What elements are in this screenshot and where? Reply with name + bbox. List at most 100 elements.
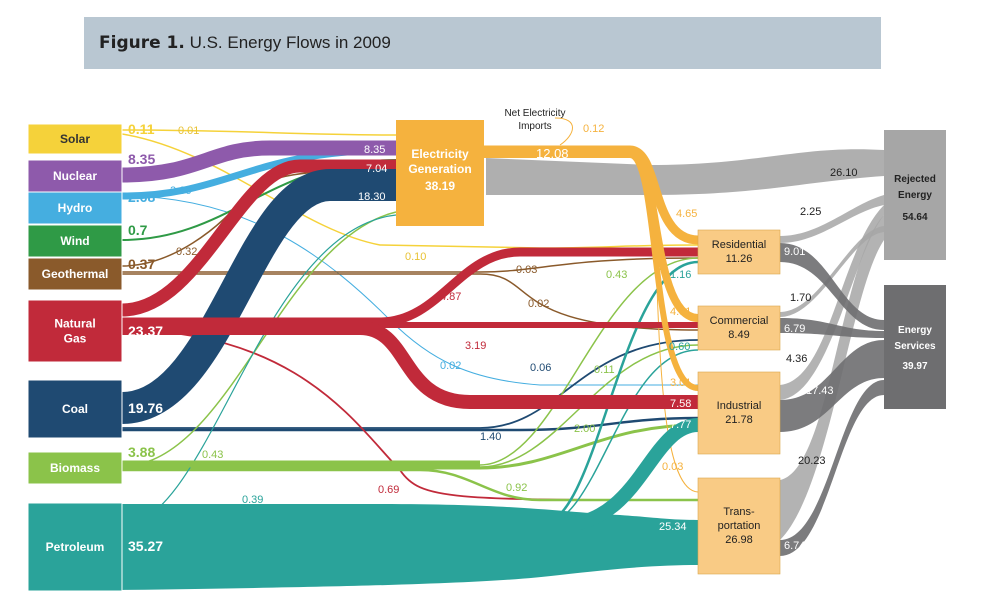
flow-label-pet-ind: 7.77: [670, 419, 691, 431]
flow-label-com-rej: 1.70: [790, 292, 811, 304]
flow-label-elec-res: 4.65: [676, 208, 697, 220]
flow-label-elec-ind: 3.01: [670, 377, 691, 389]
node-layer: [27, 120, 946, 592]
flow-gas-res: [122, 247, 698, 327]
flow-label-bio-res: 0.43: [606, 269, 627, 281]
node-energy-services: [884, 285, 946, 409]
flow-label-hydro-ind: 0.02: [440, 360, 461, 372]
flow-label-gas-res: 4.87: [440, 291, 461, 303]
flow-trans-services: [780, 380, 884, 556]
flow-net-imports: [554, 117, 573, 146]
flow-label-bio-ind: 2.00: [574, 423, 595, 435]
flow-ind-services: [780, 340, 884, 432]
flow-label-res-serv: 9.01: [784, 246, 805, 258]
flow-label-bio-elec: 0.43: [202, 449, 223, 461]
flow-nuclear-elec: [121, 140, 396, 183]
flow-res-services: [780, 243, 884, 330]
node-rejected-energy: [884, 130, 946, 260]
source-box-wind: [27, 224, 123, 258]
sector-value-residential: 11.26: [726, 253, 753, 265]
source-value-solar: 0.11: [128, 121, 155, 137]
source-label-nuclear: Nuclear: [53, 169, 97, 183]
sector-label-transportation: Trans-portation: [718, 506, 761, 532]
flow-layer: [120, 117, 884, 590]
flow-ind-rejected: [780, 205, 884, 400]
source-label-hydro: Hydro: [58, 201, 93, 215]
source-value-petroleum: 35.27: [128, 538, 163, 554]
figure-title: Figure 1. U.S. Energy Flows in 2009: [99, 33, 391, 53]
source-label-biomass: Biomass: [50, 461, 100, 475]
source-value-wind: 0.7: [128, 222, 148, 238]
flow-label-coal-ind: 1.40: [480, 431, 501, 443]
sector-box-transportation: [697, 477, 781, 575]
flow-label-gas-ind: 7.58: [670, 398, 691, 410]
flow-label-nuclear-elec: 8.35: [364, 144, 385, 156]
flow-label-gas-trans: 0.69: [378, 484, 399, 496]
source-value-biomass: 3.88: [128, 444, 155, 460]
source-box-petroleum: [27, 502, 123, 592]
sector-box-residential: [697, 229, 781, 275]
flow-bio-elec: [121, 211, 397, 467]
flow-label-gas-com: 3.19: [465, 340, 486, 352]
source-value-nuclear: 8.35: [128, 151, 155, 167]
source-value-natural_gas: 23.37: [128, 323, 163, 339]
source-box-solar: [27, 123, 123, 155]
flow-label-ind-rej: 4.36: [786, 353, 807, 365]
flow-label-pet-res: 1.16: [670, 269, 691, 281]
flow-label-elec-rej: 26.10: [830, 167, 858, 179]
flow-label-solar-elec: 0.01: [178, 125, 199, 137]
source-value-coal: 19.76: [128, 400, 163, 416]
source-box-geothermal: [27, 257, 123, 291]
services-value: 39.97: [902, 361, 927, 372]
flow-pet-ind: [559, 418, 699, 532]
figure-title-text: U.S. Energy Flows in 2009: [189, 33, 391, 52]
flow-label-com-serv: 6.79: [784, 323, 805, 335]
flow-coal-com: [122, 339, 699, 429]
source-label-geothermal: Geothermal: [42, 267, 109, 281]
source-box-coal: [27, 379, 123, 439]
sector-box-industrial: [697, 371, 781, 455]
figure-label: Figure 1.: [99, 33, 185, 53]
flow-com-services: [780, 318, 884, 338]
flow-label-geo-elec: 0.32: [176, 246, 197, 258]
flow-elec-ind: [484, 152, 699, 391]
source-box-biomass: [27, 451, 123, 485]
flow-gas-elec: [121, 159, 396, 317]
sector-value-industrial: 21.78: [725, 414, 753, 426]
flow-geo-res: [122, 257, 699, 273]
sector-label-residential: Residential: [712, 239, 766, 251]
flow-label-geo-res: 0.03: [516, 264, 537, 276]
source-box-hydro: [27, 191, 123, 225]
flow-label-elec-com: 4.51: [670, 306, 691, 318]
flow-label-res-rej: 2.25: [800, 206, 821, 218]
flow-label-hydro-elec: 2.66: [170, 185, 191, 197]
flow-label-trans-serv: 6.74: [784, 540, 805, 552]
flow-label-gas-elec: 7.04: [366, 163, 387, 175]
flow-label-bio-com: 0.11: [594, 364, 615, 376]
source-label-wind: Wind: [60, 234, 89, 248]
flow-label-trans-rej: 20.23: [798, 455, 826, 467]
source-box-nuclear: [27, 159, 123, 193]
sector-value-commercial: 8.49: [728, 329, 749, 341]
source-value-hydro: 2.68: [128, 189, 155, 205]
flow-label-elec-trans: 0.03: [662, 461, 683, 473]
net-imports-value: 0.12: [583, 123, 604, 135]
source-value-geothermal: 0.37: [128, 256, 155, 272]
flow-pet-trans: [122, 504, 698, 590]
elec-to-sectors-value: 12.08: [536, 146, 569, 161]
flow-label-pet-trans: 25.34: [659, 521, 687, 533]
rejected-value: 54.64: [902, 212, 927, 223]
flow-label-geo-com: 0.02: [528, 298, 549, 310]
sector-box-commercial: [697, 305, 781, 351]
source-label-solar: Solar: [60, 132, 90, 146]
flow-bio-ind: [122, 423, 699, 470]
electricity-value: 38.19: [425, 179, 455, 193]
flow-coal-elec: [120, 169, 396, 424]
flow-bio-trans: [122, 468, 698, 502]
flow-label-bio-trans: 0.92: [506, 482, 527, 494]
flow-label-solar-res: 0.10: [405, 251, 426, 263]
flow-coal-ind: [122, 416, 699, 432]
